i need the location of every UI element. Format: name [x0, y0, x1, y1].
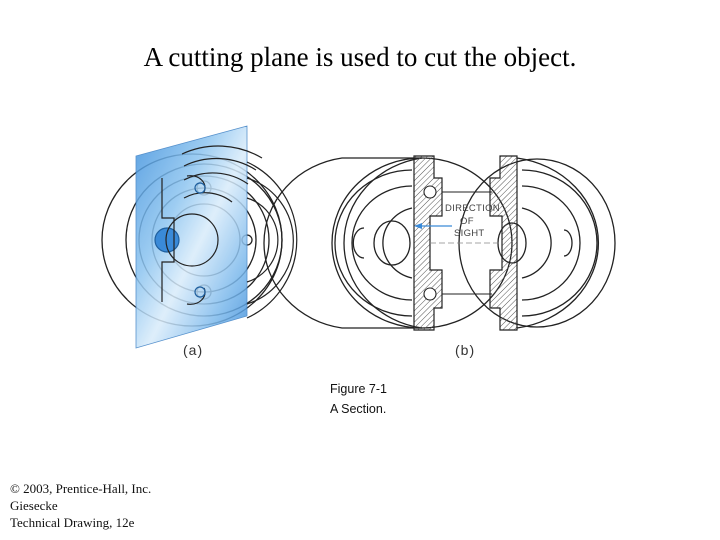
view-a-right-lines: [246, 161, 298, 319]
view-a-front-lines: [154, 145, 263, 305]
view-b-left-half: [263, 157, 513, 329]
caption-line-1: Figure 7-1: [330, 382, 387, 396]
credit-book: Technical Drawing, 12e: [10, 515, 135, 530]
section-drawing: DIRECTION OF SIGHT: [101, 125, 616, 349]
view-a-label: (a): [183, 342, 204, 358]
view-b-right-half: [458, 157, 616, 329]
annotation-line-3: SIGHT: [454, 228, 485, 239]
annotation-line-2: OF: [460, 216, 474, 227]
caption-line-2: A Section.: [330, 402, 387, 416]
credits: © 2003, Prentice-Hall, Inc. Giesecke Tec…: [10, 480, 151, 531]
direction-of-sight-annotation: DIRECTION OF SIGHT: [414, 203, 500, 239]
annotation-line-1: DIRECTION: [445, 203, 500, 214]
credit-author: Giesecke: [10, 498, 58, 513]
credit-copyright: © 2003, Prentice-Hall, Inc.: [10, 481, 152, 496]
figure-caption: Figure 7-1 A Section.: [330, 379, 387, 419]
view-b-label: (b): [455, 342, 476, 358]
section-hatch: [413, 155, 518, 331]
slide-title: A cutting plane is used to cut the objec…: [143, 42, 577, 72]
cutting-plane: [135, 125, 248, 349]
section-figure: DIRECTION OF SIGHT: [92, 118, 632, 368]
